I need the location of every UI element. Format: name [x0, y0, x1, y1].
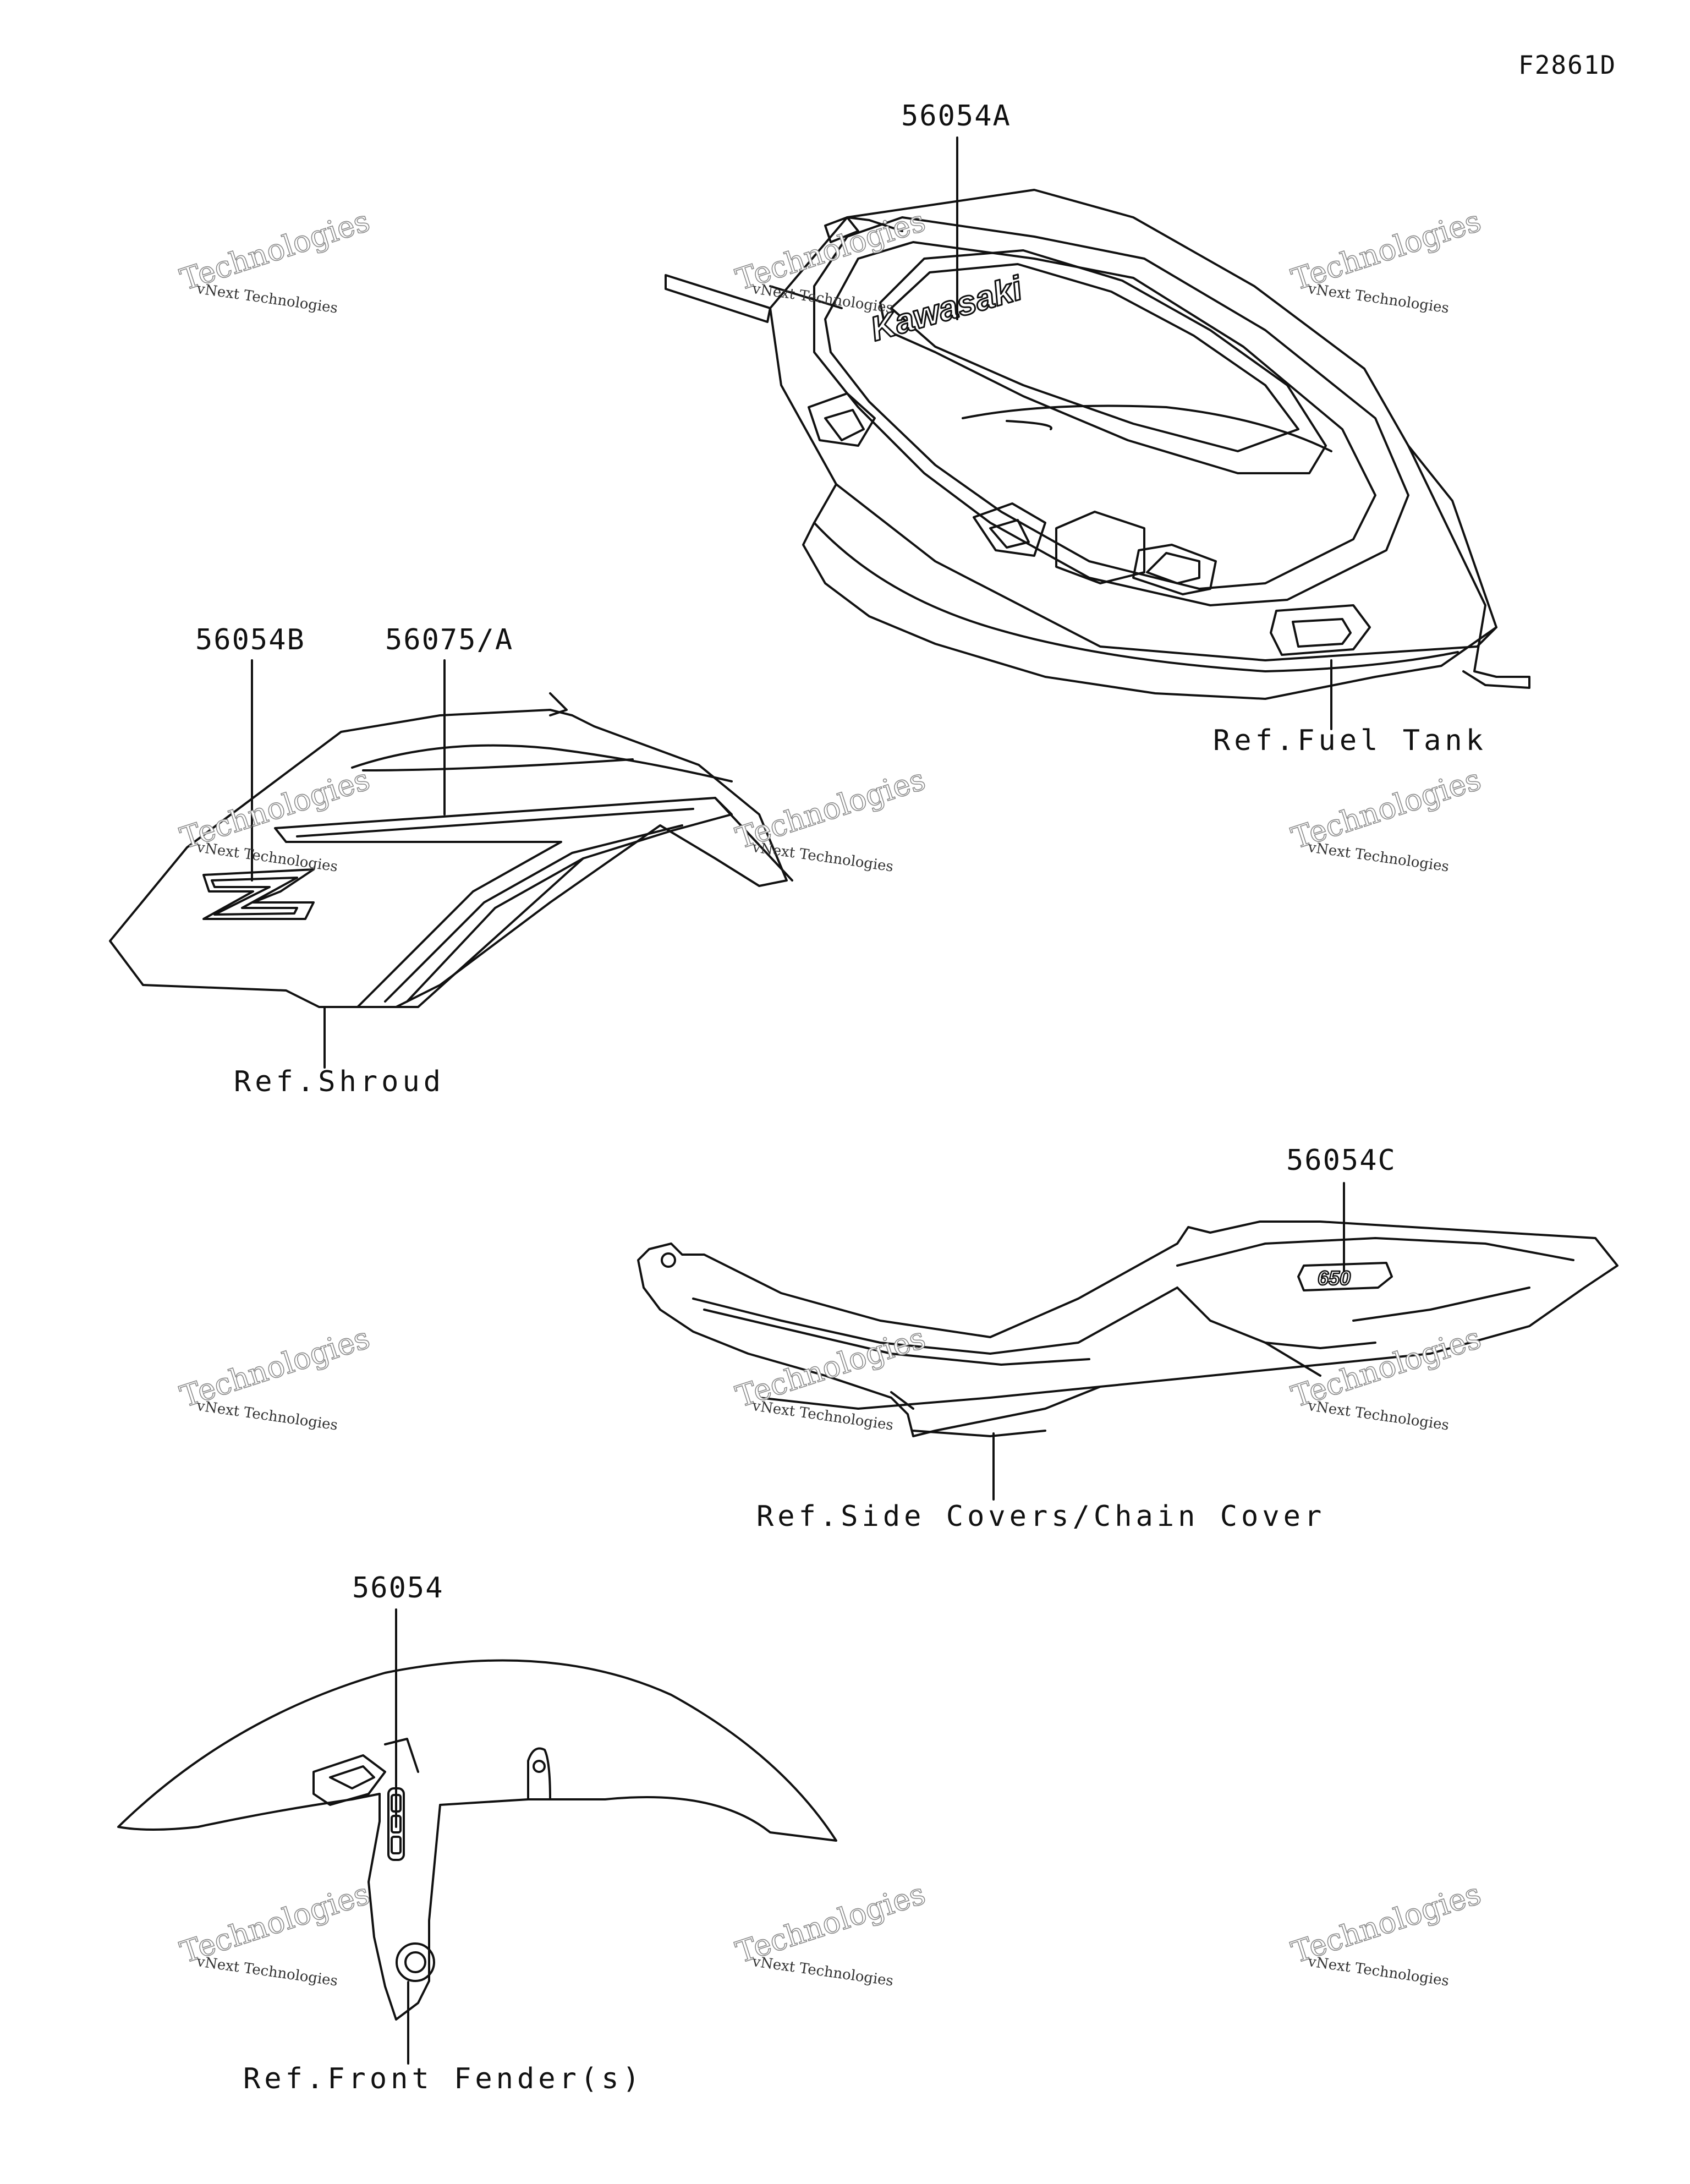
diagram-code: F2861D	[1518, 50, 1617, 80]
front-fender-drawing	[117, 1608, 837, 2065]
ref-front-fender: Ref.Front Fender(s)	[243, 2062, 644, 2095]
part-label-56054c: 56054C	[1286, 1144, 1396, 1177]
ref-shroud: Ref.Shroud	[234, 1065, 445, 1098]
fuel-tank-drawing: Kawasaki	[665, 136, 1530, 730]
ref-fuel-tank: Ref.Fuel Tank	[1213, 724, 1487, 757]
tank-mount-rubbers	[808, 392, 1371, 656]
part-label-56054a: 56054A	[901, 100, 1011, 133]
part-label-56054b: 56054B	[195, 623, 305, 656]
shroud-drawing	[109, 659, 793, 1069]
z-emblem	[202, 868, 315, 920]
ref-side-covers: Ref.Side Covers/Chain Cover	[756, 1500, 1326, 1533]
side-covers-drawing: 650	[637, 1182, 1618, 1501]
part-label-56075a: 56075/A	[385, 623, 514, 656]
part-label-56054: 56054	[352, 1572, 444, 1605]
svg-text:650: 650	[1318, 1267, 1351, 1289]
kawasaki-logo: Kawasaki	[866, 269, 1027, 349]
650-badge: 650	[1297, 1262, 1393, 1291]
